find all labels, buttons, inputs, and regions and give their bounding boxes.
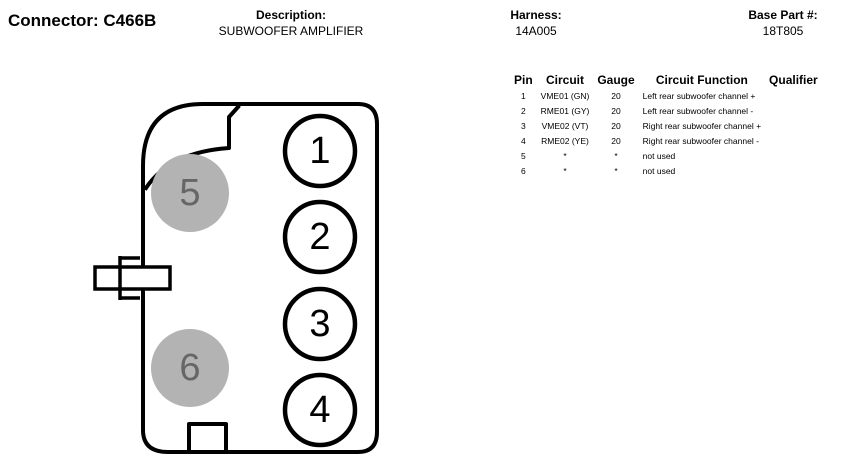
pin-cavity-3: 3: [282, 286, 358, 362]
pin-cell: 5: [520, 150, 526, 161]
latch-tab: [187, 422, 228, 452]
function-cell: not used: [642, 150, 676, 161]
table-row: 2 RME01 (GY) 20 Left rear subwoofer chan…: [510, 103, 822, 118]
pin-cavity-1: 1: [282, 113, 358, 189]
circuit-cell: *: [563, 150, 567, 161]
table-row: 6 * * not used: [510, 163, 822, 178]
harness-value: 14A005: [515, 24, 557, 38]
pin-6-circle: [151, 329, 229, 407]
gauge-cell: *: [614, 150, 618, 161]
harness-block: Harness: 14A005: [490, 7, 582, 39]
pin-4-label: 4: [309, 389, 330, 431]
pin-cavity-4: 4: [282, 372, 358, 448]
pinout-header-row: Pin Circuit Gauge Circuit Function Quali…: [510, 72, 822, 88]
function-cell: Left rear subwoofer channel +: [642, 90, 756, 101]
pin-4-circle: [282, 372, 358, 448]
pin-cell: 1: [520, 90, 526, 101]
table-row: 3 VME02 (VT) 20 Right rear subwoofer cha…: [510, 118, 822, 133]
gauge-cell: *: [614, 165, 618, 176]
pin-5-circle: [151, 154, 229, 232]
pin-5-label: 5: [179, 172, 200, 214]
col-header-circuit: Circuit: [545, 73, 584, 87]
circuit-cell: VME01 (GN): [540, 90, 590, 101]
col-header-qualifier: Qualifier: [769, 73, 818, 87]
function-cell: Right rear subwoofer channel -: [642, 135, 759, 146]
harness-label: Harness:: [510, 8, 562, 22]
col-header-circuit-function: Circuit Function: [655, 73, 748, 87]
description-value: SUBWOOFER AMPLIFIER: [218, 24, 364, 38]
side-lock-clip: [93, 256, 172, 300]
connector-title: Connector: C466B: [8, 11, 157, 30]
function-cell: Left rear subwoofer channel -: [642, 105, 754, 116]
description-label: Description:: [255, 8, 326, 22]
table-row: 5 * * not used: [510, 148, 822, 163]
pin-cell: 3: [520, 120, 526, 131]
gauge-cell: 20: [611, 105, 621, 116]
pin-cell: 6: [520, 165, 526, 176]
col-header-gauge: Gauge: [597, 73, 635, 87]
pin-2-label: 2: [309, 216, 330, 258]
pin-6-label: 6: [179, 347, 200, 389]
pinout-table: Pin Circuit Gauge Circuit Function Quali…: [510, 72, 822, 178]
base-part-label: Base Part #:: [748, 8, 818, 22]
pin-1-label: 1: [309, 130, 330, 172]
connector-housing-outline: [141, 102, 379, 454]
function-cell: Right rear subwoofer channel +: [642, 120, 762, 131]
table-row: 4 RME02 (YE) 20 Right rear subwoofer cha…: [510, 133, 822, 148]
gauge-cell: 20: [611, 120, 621, 131]
pin-cavity-6: 6: [151, 329, 229, 407]
circuit-cell: RME02 (YE): [541, 135, 589, 146]
circuit-cell: VME02 (VT): [541, 120, 589, 131]
pin-3-label: 3: [309, 303, 330, 345]
pin-cavity-2: 2: [282, 199, 358, 275]
pin-1-circle: [282, 113, 358, 189]
pin-cavity-5: 5: [151, 154, 229, 232]
function-cell: not used: [642, 165, 676, 176]
base-part-block: Base Part #: 18T805: [730, 7, 836, 39]
circuit-cell: RME01 (GY): [540, 105, 590, 116]
pin-2-circle: [282, 199, 358, 275]
col-header-pin: Pin: [514, 73, 533, 87]
pin-cell: 2: [520, 105, 526, 116]
pin-cell: 4: [520, 135, 526, 146]
gauge-cell: 20: [611, 90, 621, 101]
base-part-value: 18T805: [762, 24, 804, 38]
circuit-cell: *: [563, 165, 567, 176]
description-block: Description: SUBWOOFER AMPLIFIER: [205, 7, 377, 39]
table-row: 1 VME01 (GN) 20 Left rear subwoofer chan…: [510, 88, 822, 103]
pin-3-circle: [282, 286, 358, 362]
gauge-cell: 20: [611, 135, 621, 146]
